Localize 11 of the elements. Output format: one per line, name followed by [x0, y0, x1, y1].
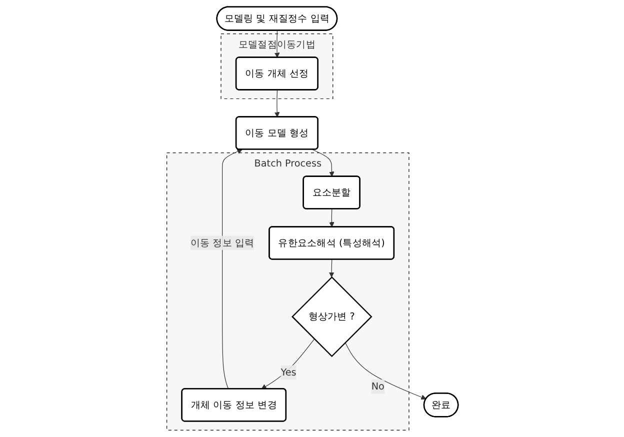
- edge-label: Yes: [280, 366, 296, 378]
- edge-label: No: [370, 380, 384, 392]
- arrow: [344, 342, 426, 400]
- arrow: [328, 208, 334, 228]
- arrow: [312, 149, 334, 177]
- arrow: [328, 259, 334, 278]
- edge-label: 이동 정보 입력: [190, 236, 254, 248]
- arrow: [274, 90, 280, 118]
- arrow: [260, 338, 314, 390]
- arrow: [222, 149, 242, 390]
- node-diamond: 형상가변 ?: [291, 276, 372, 358]
